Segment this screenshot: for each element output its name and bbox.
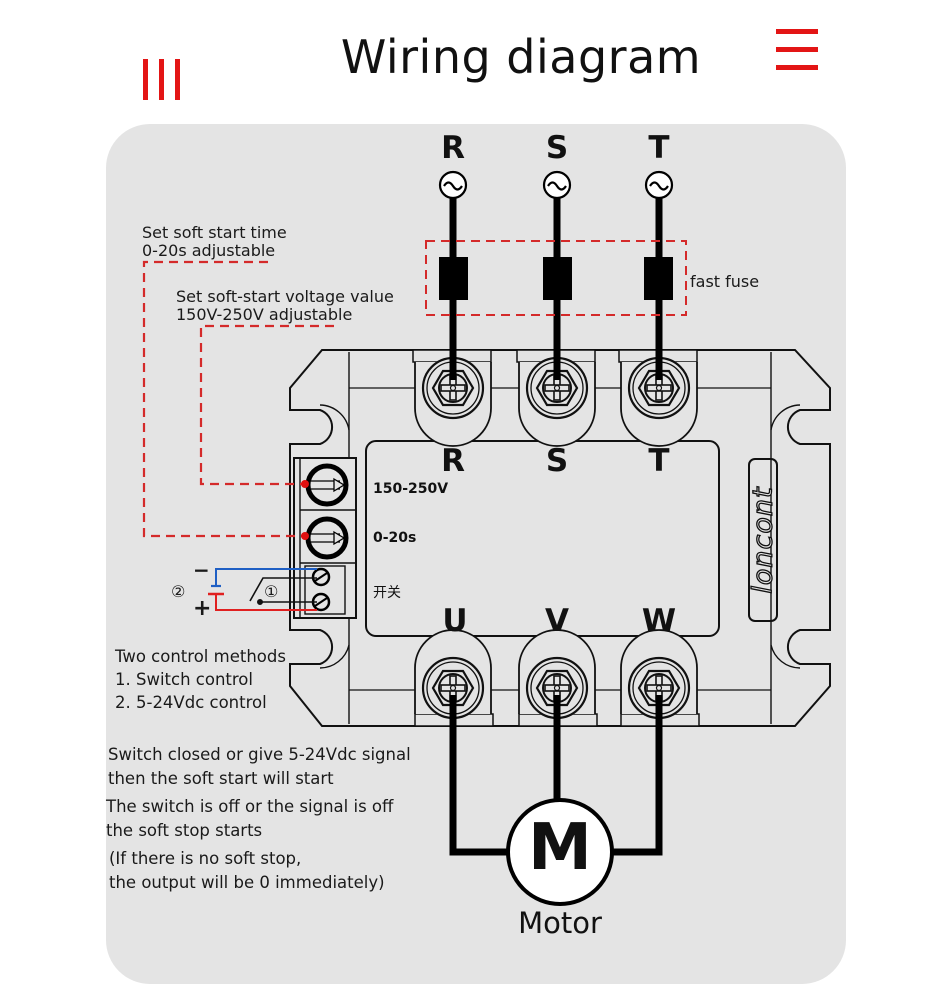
method-1-marker: ① — [264, 582, 279, 601]
voltage-knob-label: 150-250V — [373, 481, 449, 497]
motor-wires — [449, 695, 663, 856]
method-item-1: 1. Switch control — [115, 670, 253, 689]
fuse-s — [543, 257, 572, 300]
phase-label-r: R — [441, 130, 465, 166]
phase-label-s: S — [545, 130, 569, 166]
switch-wiring — [249, 577, 317, 605]
plus-sign: + — [193, 596, 212, 621]
menu-bars-decoration — [776, 29, 818, 71]
voltage-callout-dot — [301, 480, 309, 488]
output-label-w: W — [641, 603, 677, 639]
remark-line-2: the output will be 0 immediately) — [109, 873, 385, 892]
output-label-u: U — [442, 603, 468, 639]
dc-signal-wiring — [208, 568, 317, 611]
time-callout-line — [142, 260, 304, 538]
soft-start-time-range: 0-20s adjustable — [142, 241, 276, 260]
fuse-r — [439, 257, 468, 300]
start-note-line-1: Switch closed or give 5-24Vdc signal — [108, 745, 411, 764]
minus-sign: − — [193, 558, 210, 582]
time-knob-label: 0-20s — [373, 530, 417, 546]
brand-logo: loncont — [747, 486, 779, 595]
output-label-v: V — [545, 603, 569, 639]
switch-terminal-label: 开关 — [373, 585, 401, 601]
phase-label-t: T — [648, 130, 670, 166]
left-bars-decoration — [143, 59, 183, 101]
remark-line-1: (If there is no soft stop, — [109, 849, 302, 868]
methods-title: Two control methods — [115, 647, 286, 666]
brand-badge: loncont — [747, 458, 779, 622]
soft-start-time-title: Set soft start time — [142, 223, 287, 242]
input-label-s: S — [545, 443, 569, 479]
fuse-t — [644, 257, 673, 300]
motor-symbol-letter: M — [528, 811, 592, 885]
soft-start-voltage-range: 150V-250V adjustable — [176, 305, 353, 324]
time-callout-dot — [301, 532, 309, 540]
method-item-2: 2. 5-24Vdc control — [115, 693, 267, 712]
stop-note-line-2: the soft stop starts — [106, 821, 263, 840]
page-title: Wiring diagram — [340, 30, 702, 84]
voltage-callout-line — [199, 324, 334, 486]
fuse-group-box — [425, 240, 687, 316]
motor-label: Motor — [518, 906, 602, 940]
stop-note-line-1: The switch is off or the signal is off — [106, 797, 394, 816]
adjust-callout-lines — [142, 260, 334, 538]
wiring-diagram — [142, 170, 831, 906]
fast-fuse-label: fast fuse — [690, 272, 760, 291]
input-label-r: R — [441, 443, 465, 479]
input-label-t: T — [648, 443, 670, 479]
soft-start-voltage-title: Set soft-start voltage value — [176, 287, 394, 306]
motor-symbol — [506, 798, 614, 906]
start-note-line-2: then the soft start will start — [108, 769, 334, 788]
method-2-marker: ② — [171, 582, 186, 601]
ac-source-symbols — [438, 170, 674, 200]
